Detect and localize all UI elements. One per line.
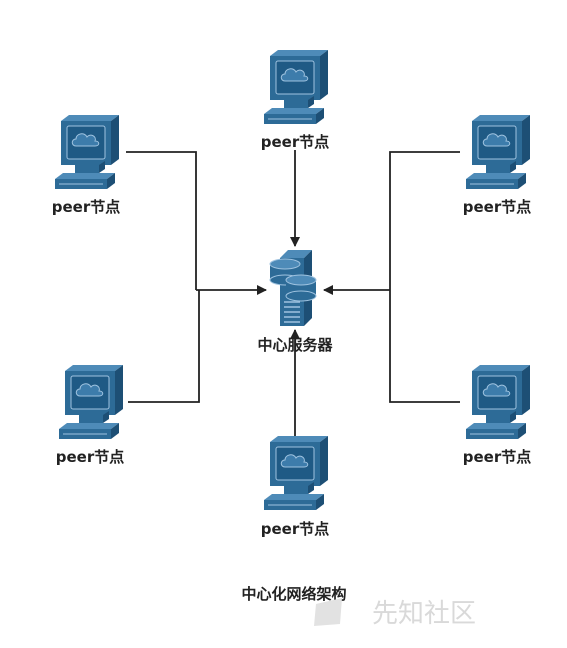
central-server: 中心服务器 (257, 249, 333, 354)
computer-icon (465, 114, 531, 190)
peer-node-label: peer节点 (52, 198, 120, 216)
peer-node-label: peer节点 (463, 198, 531, 216)
peer-node-label: peer节点 (261, 520, 329, 538)
peer-node-top-right: peer节点 (463, 114, 531, 216)
peer-node-top-left: peer节点 (52, 114, 120, 216)
computer-icon (263, 435, 329, 511)
peer-node-label: peer节点 (463, 448, 531, 466)
connectors (126, 150, 460, 436)
connector-top-right (389, 151, 460, 290)
computer-icon (263, 49, 329, 125)
watermark-logo-icon (314, 598, 342, 626)
connector-bottom-left (128, 290, 200, 403)
peer-node-label: peer节点 (56, 448, 124, 466)
connector-bottom-right (389, 290, 460, 403)
watermark: 先知社区 (314, 598, 476, 629)
computer-icon (54, 114, 120, 190)
peer-node-bottom-right: peer节点 (463, 364, 531, 466)
computer-icon (465, 364, 531, 440)
watermark-text: 先知社区 (372, 599, 476, 629)
peer-node-label: peer节点 (261, 133, 329, 151)
connector-top-left (126, 151, 197, 290)
peer-node-bottom: peer节点 (261, 435, 329, 538)
central-server-label: 中心服务器 (257, 336, 333, 354)
server-icon (269, 249, 317, 327)
peer-node-top: peer节点 (261, 49, 329, 151)
computer-icon (58, 364, 124, 440)
diagram-caption: 中心化网络架构 (241, 585, 346, 603)
peer-node-bottom-left: peer节点 (56, 364, 124, 466)
